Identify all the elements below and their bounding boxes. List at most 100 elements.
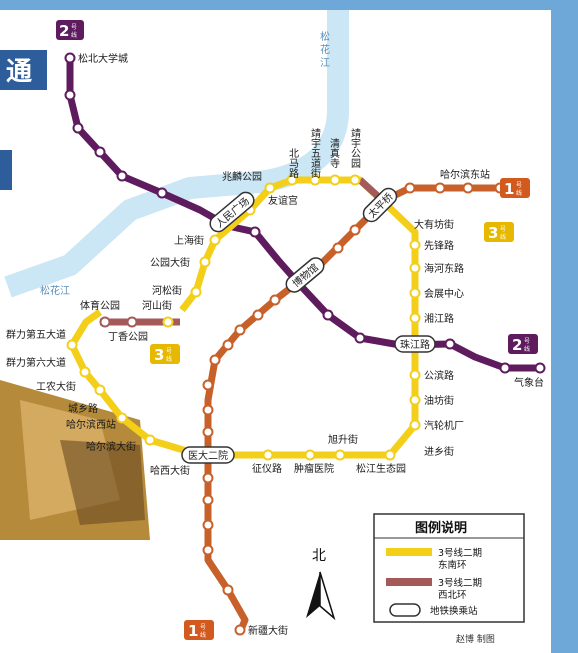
station-label: 湘江路 bbox=[424, 312, 454, 325]
station-dot bbox=[409, 419, 421, 431]
svg-text:1: 1 bbox=[504, 180, 514, 198]
photo-collage-dark bbox=[60, 440, 145, 525]
station-dot bbox=[349, 174, 361, 186]
station-dots bbox=[64, 52, 546, 636]
svg-text:2: 2 bbox=[59, 22, 69, 40]
river-label-vertical: 松 花 江 bbox=[320, 30, 333, 69]
station-dot bbox=[116, 412, 128, 424]
line3-badge-right: 3 号 线 bbox=[484, 222, 514, 242]
svg-text:线: 线 bbox=[71, 31, 77, 39]
station-dot bbox=[329, 174, 341, 186]
svg-text:3: 3 bbox=[154, 346, 164, 364]
station-label: 海河东路 bbox=[424, 262, 464, 275]
station-label-vertical: 北马路 bbox=[287, 148, 299, 179]
station-label: 工农大街 bbox=[36, 380, 76, 393]
map-frame-top bbox=[0, 0, 578, 10]
legend-title: 图例说明 bbox=[415, 520, 467, 536]
station-dot bbox=[384, 449, 396, 461]
station-label: 油坊街 bbox=[424, 394, 454, 407]
station-label: 哈尔滨西站 bbox=[66, 418, 116, 431]
legend-swatch-se bbox=[386, 548, 432, 556]
station-dot bbox=[262, 449, 274, 461]
transfer-label: 珠江路 bbox=[400, 338, 430, 351]
station-dot bbox=[222, 584, 234, 596]
station-dot bbox=[94, 384, 106, 396]
station-label: 城乡路 bbox=[68, 402, 98, 415]
station-dot bbox=[66, 339, 78, 351]
station-dot bbox=[409, 394, 421, 406]
legend-swatch-nw bbox=[386, 578, 432, 586]
station-label: 先锋路 bbox=[424, 239, 454, 252]
station-label: 松江生态园 bbox=[356, 462, 406, 475]
station-label: 公滨路 bbox=[424, 369, 454, 382]
station-dot bbox=[322, 309, 334, 321]
svg-text:3: 3 bbox=[488, 224, 498, 242]
station-dot bbox=[444, 338, 456, 350]
station-dot bbox=[534, 362, 546, 374]
header-stripe bbox=[0, 150, 12, 190]
legend-item-nw-line1: 3号线二期 bbox=[438, 577, 482, 589]
station-dot bbox=[252, 309, 264, 321]
transfer-yida-2nd[interactable]: 医大二院 bbox=[181, 446, 235, 464]
station-dot bbox=[209, 354, 221, 366]
station-label: 旭升街 bbox=[328, 433, 358, 446]
header-tab-text: 通 bbox=[6, 57, 32, 87]
station-labels-vertical: 北马路 靖宇五道街 清真寺 靖宇公园 bbox=[287, 127, 361, 179]
station-dot bbox=[409, 239, 421, 251]
station-label: 征仪路 bbox=[252, 462, 282, 475]
station-dot bbox=[162, 316, 174, 328]
line3-badge-left: 3 号 线 bbox=[150, 344, 180, 364]
svg-text:号: 号 bbox=[166, 348, 172, 355]
station-dot bbox=[409, 262, 421, 274]
station-label: 河山街 bbox=[142, 299, 172, 312]
songhua-river bbox=[4, 10, 349, 298]
station-label: 松北大学城 bbox=[78, 52, 128, 65]
station-dot bbox=[126, 316, 138, 328]
svg-text:2: 2 bbox=[512, 336, 522, 354]
station-label: 进乡街 bbox=[424, 445, 454, 458]
north-arrow-icon bbox=[306, 571, 336, 621]
station-label: 哈尔滨东站 bbox=[440, 168, 490, 181]
station-dot bbox=[286, 174, 298, 186]
svg-text:1: 1 bbox=[188, 622, 198, 640]
station-dot bbox=[202, 404, 214, 416]
svg-text:号: 号 bbox=[524, 338, 530, 345]
river-label-horizontal: 松花江 bbox=[40, 284, 70, 297]
station-label: 新疆大街 bbox=[248, 624, 288, 637]
station-dot bbox=[144, 434, 156, 446]
station-label-vertical: 靖宇公园 bbox=[349, 127, 361, 169]
station-dot bbox=[116, 170, 128, 182]
station-dot bbox=[202, 519, 214, 531]
transfer-taiping-bridge[interactable]: 太平桥 bbox=[360, 185, 400, 225]
legend-transfer-pill bbox=[389, 603, 421, 617]
transfer-zhujiang-road[interactable]: 珠江路 bbox=[394, 335, 436, 353]
station-label: 河松街 bbox=[152, 284, 182, 297]
station-dot bbox=[499, 362, 511, 374]
station-dot bbox=[334, 449, 346, 461]
compass-label: 北 bbox=[312, 548, 326, 564]
line2-badge-top: 2 号 线 bbox=[56, 20, 84, 40]
line2-badge-right: 2 号 线 bbox=[508, 334, 538, 354]
station-label: 友谊宫 bbox=[268, 194, 298, 207]
station-dot bbox=[72, 122, 84, 134]
station-label: 哈尔滨大街 bbox=[86, 440, 136, 453]
legend-box: 图例说明 3号线二期 东南环 3号线二期 西北环 地铁换乘站 bbox=[373, 513, 525, 623]
station-dot bbox=[354, 332, 366, 344]
station-dot bbox=[304, 449, 316, 461]
legend-item-se-line2: 东南环 bbox=[438, 559, 467, 571]
station-label-vertical: 靖宇五道街 bbox=[309, 127, 321, 179]
station-label: 群力第五大道 bbox=[6, 328, 66, 341]
station-dot bbox=[202, 426, 214, 438]
station-label: 会展中心 bbox=[424, 287, 464, 300]
svg-text:线: 线 bbox=[200, 631, 206, 639]
station-dot bbox=[156, 187, 168, 199]
station-dot bbox=[234, 324, 246, 336]
station-label: 体育公园 bbox=[80, 299, 120, 312]
station-label: 上海街 bbox=[174, 234, 204, 247]
svg-text:号: 号 bbox=[71, 24, 77, 31]
station-label: 群力第六大道 bbox=[6, 356, 66, 369]
station-label: 大有坊街 bbox=[414, 218, 454, 231]
station-dot bbox=[462, 182, 474, 194]
